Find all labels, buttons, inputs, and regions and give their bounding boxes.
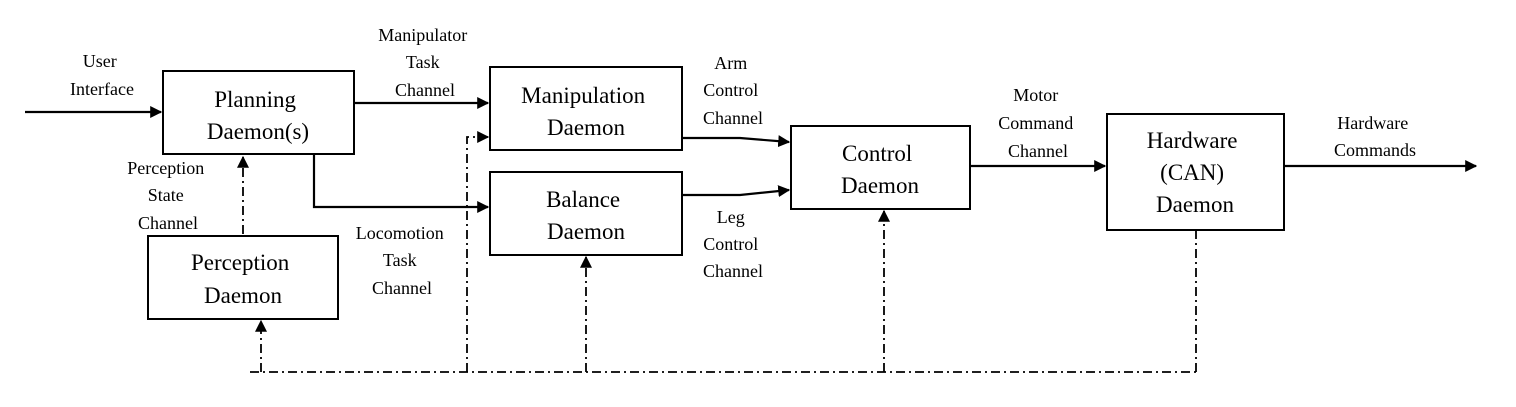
balance-daemon-box xyxy=(489,171,683,256)
hardware-commands-label: Hardware Commands xyxy=(1334,113,1416,160)
motor-command-label: Motor Command Channel xyxy=(998,85,1078,161)
control-daemon-label: Control Daemon xyxy=(841,141,919,198)
manipulation-daemon-box xyxy=(489,66,683,151)
perception-daemon-label: Perception Daemon xyxy=(191,250,295,308)
arm-control-arrow xyxy=(682,135,791,148)
locomotion-task-arrow xyxy=(312,155,490,213)
manipulation-daemon-label: Manipulation Daemon xyxy=(521,83,651,140)
balance-daemon-label: Balance Daemon xyxy=(546,187,626,244)
arm-control-label: Arm Control Channel xyxy=(703,53,763,128)
control-daemon-box xyxy=(790,125,971,210)
perception-daemon-box xyxy=(147,235,339,320)
user-interface-label: User Interface xyxy=(70,51,134,99)
manipulation-feedback-arrow xyxy=(466,131,490,372)
hardware-daemon-label: Hardware (CAN) Daemon xyxy=(1147,128,1243,217)
locomotion-task-label: Locomotion Task Channel xyxy=(356,223,449,298)
leg-control-arrow xyxy=(682,185,791,198)
planning-daemon-label: Planning Daemon(s) xyxy=(207,87,309,144)
manipulator-task-label: Manipulator Task Channel xyxy=(378,25,471,100)
perception-state-label: Perception State Channel xyxy=(127,158,208,233)
hardware-daemon-box xyxy=(1106,113,1285,231)
leg-control-label: Leg Control Channel xyxy=(703,207,763,281)
planning-daemon-box xyxy=(162,70,355,155)
